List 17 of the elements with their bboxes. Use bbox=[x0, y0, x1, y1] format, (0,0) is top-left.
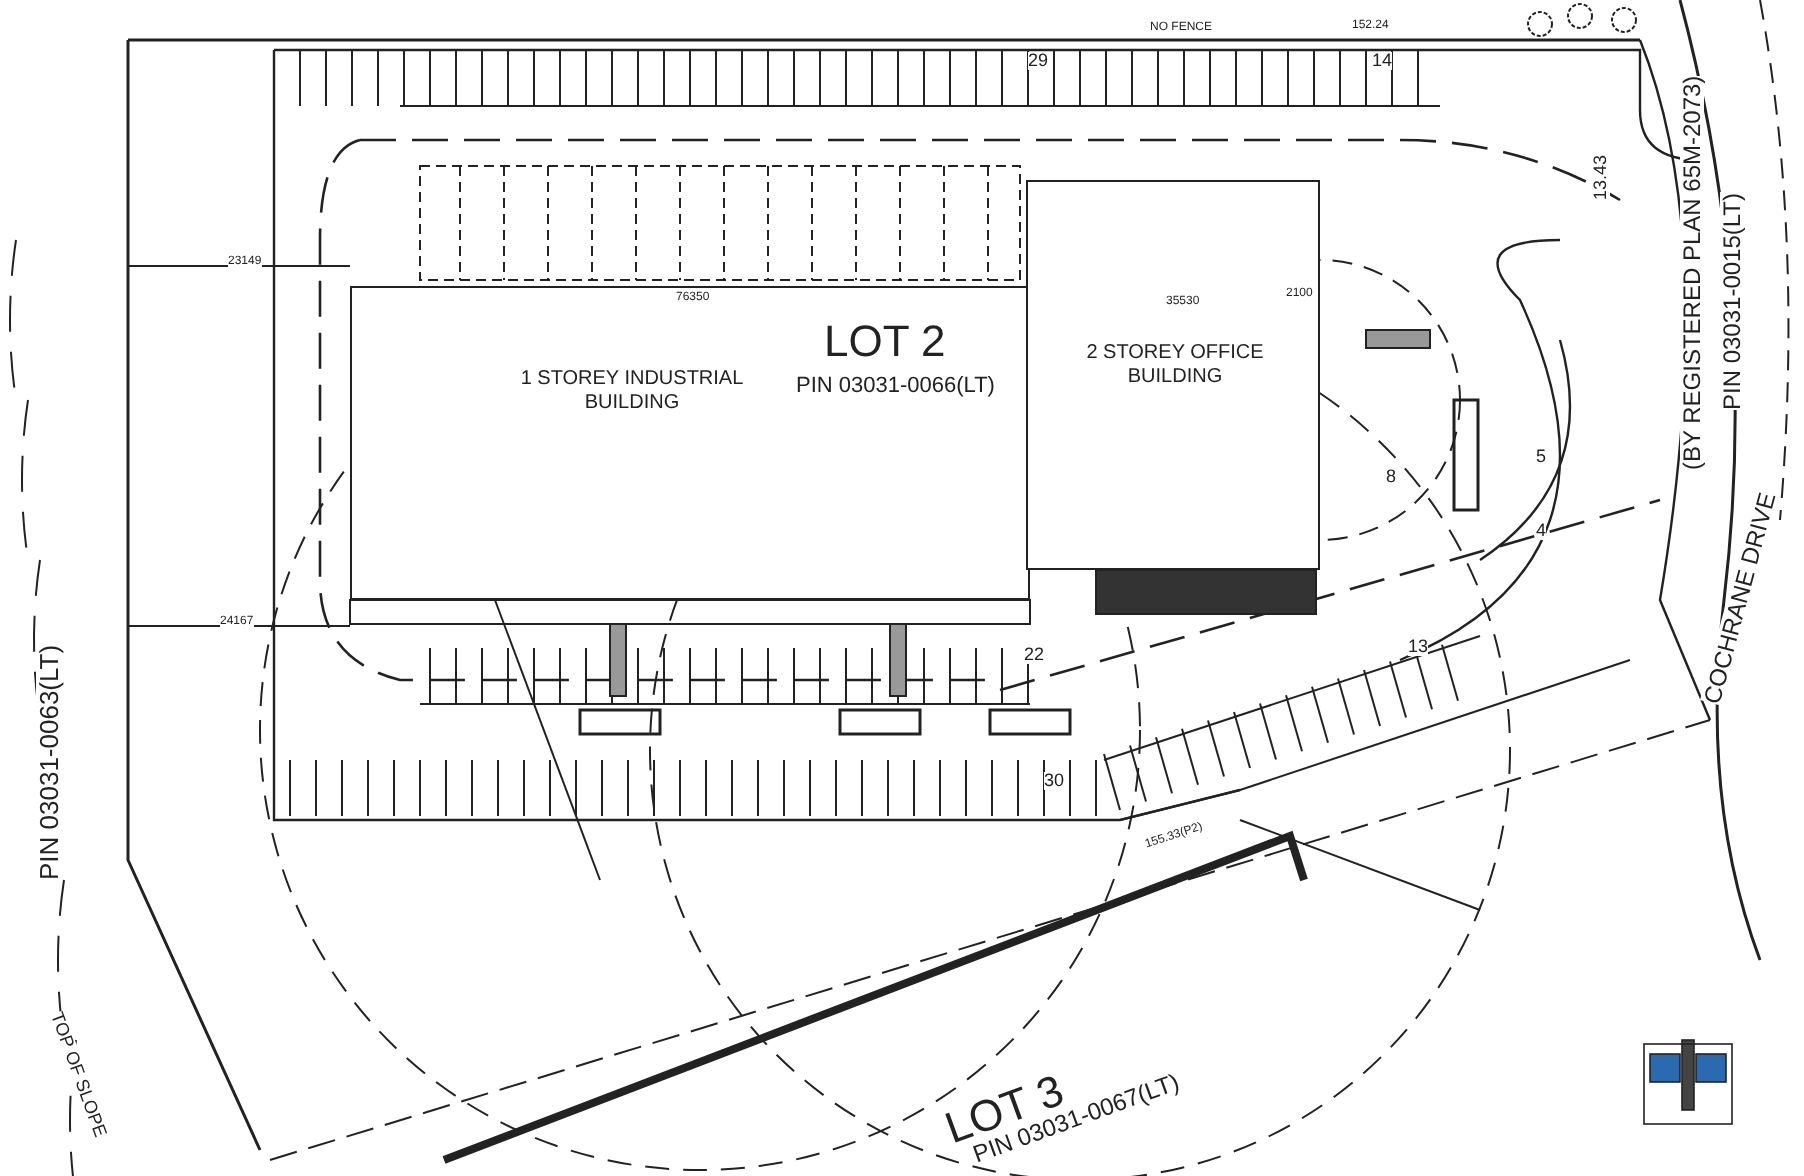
stall-number: 14 bbox=[1372, 52, 1393, 70]
stall-number: 5 bbox=[1536, 448, 1547, 466]
stall-number: 29 bbox=[1028, 52, 1049, 70]
dimension-text: 13.43 bbox=[1592, 154, 1610, 200]
stall-number: 22 bbox=[1024, 646, 1045, 664]
building-label: 1 STOREY INDUSTRIAL BUILDING bbox=[518, 368, 746, 414]
building-footprint bbox=[350, 286, 1030, 600]
parcel-number: PIN 03031-0066(LT) bbox=[796, 376, 995, 398]
stall-number: 8 bbox=[1386, 468, 1397, 486]
stall-number: 13 bbox=[1408, 638, 1429, 656]
building-footprint bbox=[1026, 180, 1320, 570]
stall-number: 4 bbox=[1536, 522, 1547, 540]
plan-reference: (BY REGISTERED PLAN 65M-2073) bbox=[1680, 75, 1704, 470]
parcel-number: PIN 03031-0063(LT) bbox=[36, 644, 62, 880]
parcel-number: PIN 03031-0015(LT) bbox=[1720, 192, 1744, 410]
building-label: 2 STOREY OFFICE BUILDING bbox=[1084, 342, 1266, 388]
stall-number: 30 bbox=[1044, 772, 1065, 790]
